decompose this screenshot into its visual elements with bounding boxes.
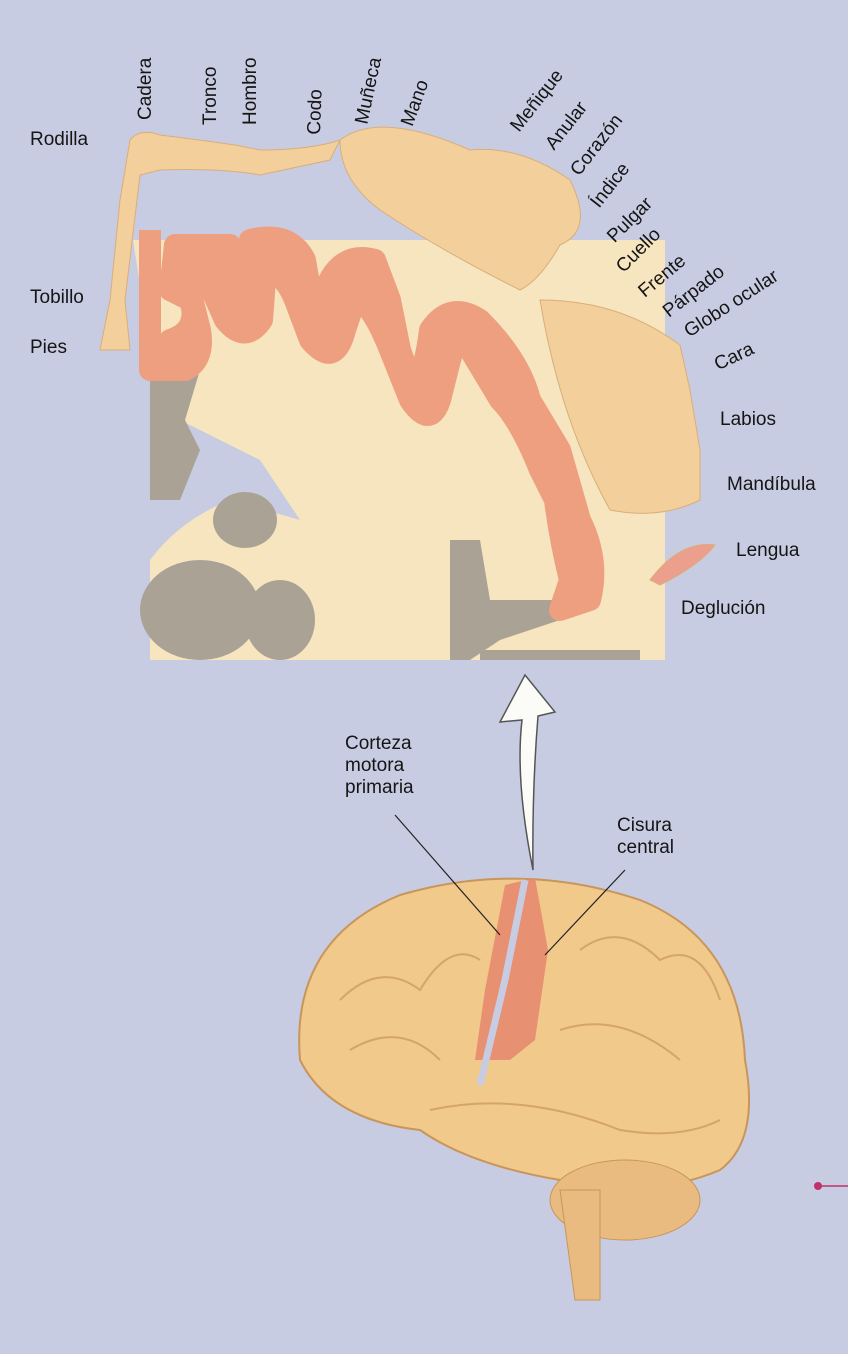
- arm-hand: [339, 126, 581, 291]
- label-tobillo: Tobillo: [30, 287, 84, 308]
- label-lengua: Lengua: [736, 540, 800, 561]
- label-cisura-central: Cisura central: [617, 815, 674, 859]
- brainstem: [559, 1189, 601, 1301]
- gray-nucleus: [450, 540, 560, 660]
- label-line: central: [617, 837, 675, 858]
- label-hombro: Hombro: [240, 57, 261, 125]
- leader-line-corteza: [394, 814, 501, 936]
- label-line: motora: [345, 755, 405, 776]
- label-tronco: Tronco: [200, 66, 221, 125]
- leader-line-cisura: [544, 869, 626, 956]
- face: [539, 299, 701, 514]
- label-line: primaria: [345, 777, 414, 798]
- label-line: Corteza: [345, 733, 412, 754]
- label-labios: Labios: [720, 409, 776, 430]
- leg: [99, 131, 341, 351]
- gray-nucleus: [140, 560, 260, 660]
- tongue: [649, 543, 716, 586]
- gray-nucleus: [480, 650, 640, 660]
- label-rodilla: Rodilla: [30, 129, 89, 150]
- label-line: Cisura: [617, 815, 672, 836]
- label-cadera: Cadera: [135, 57, 156, 120]
- gray-nucleus: [150, 370, 200, 500]
- gray-nucleus: [213, 492, 277, 548]
- homunculus: [99, 126, 716, 586]
- gray-nucleus: [245, 580, 315, 660]
- label-mandibula: Mandíbula: [727, 474, 816, 495]
- label-corteza-motora-primaria: Corteza motora primaria: [345, 733, 414, 799]
- cortex-band: [139, 226, 605, 621]
- brain-lateral-view: [298, 877, 751, 1301]
- label-deglucion: Deglución: [681, 598, 766, 619]
- label-codo: Codo: [304, 88, 327, 135]
- curved-arrow: [498, 673, 557, 871]
- central-sulcus: [476, 879, 529, 1086]
- label-pies: Pies: [30, 337, 67, 358]
